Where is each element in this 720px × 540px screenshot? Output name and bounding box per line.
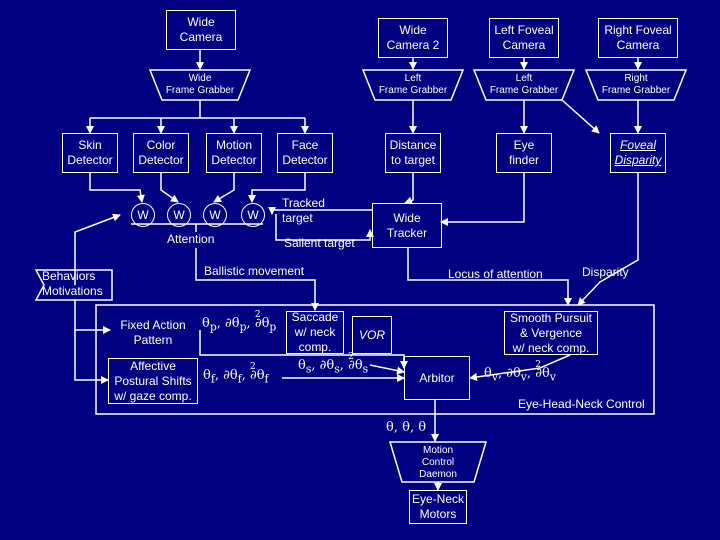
- foveal-disparity-box: Foveal Disparity: [610, 133, 666, 173]
- fixed-action-pattern-box: Fixed Action Pattern: [120, 318, 186, 347]
- right-frame-grabber-label: Right Frame Grabber: [601, 73, 671, 96]
- grabber-shape-left: [361, 69, 465, 101]
- saccade-box: Saccade w/ neck comp.: [286, 310, 344, 354]
- motion-detector-box: Motion Detector: [206, 133, 262, 173]
- left-frame-grabber-label: Left Frame Grabber: [378, 73, 448, 96]
- ballistic-movement-label: Ballistic movement: [204, 264, 305, 278]
- fixed-action-math: θp, ∂θp, 2∂θp: [202, 310, 277, 334]
- control-region: [95, 304, 655, 415]
- affective-postural-shifts-box: Affective Postural Shifts w/ gaze comp.: [108, 358, 198, 404]
- behaviors-motivations-label: Behaviors Motivations: [42, 269, 103, 298]
- wide-camera-box: Wide Camera: [166, 10, 236, 50]
- wide-frame-grabber-label: Wide Frame Grabber: [165, 73, 235, 96]
- distance-to-target-box: Distance to target: [385, 133, 441, 173]
- motion-control-daemon-label: Motion Control Daemon: [419, 445, 457, 480]
- right-foveal-camera-box: Right Foveal Camera: [598, 18, 678, 58]
- behaviors-shape: [34, 269, 113, 301]
- disparity-label: Disparity: [582, 265, 629, 279]
- saccade-math: θs, ∂θs, 2∂θs: [298, 352, 369, 376]
- eye-finder-box: Eye finder: [496, 133, 552, 173]
- skin-detector-box: Skin Detector: [62, 133, 118, 173]
- color-detector-box: Color Detector: [133, 133, 189, 173]
- salient-target-label: Salient target: [284, 236, 355, 250]
- arbitor-output-math: θ, ˙θ, ¨θ: [386, 413, 427, 435]
- tracked-target-label: Tracked target: [282, 196, 325, 225]
- grabber-shape-wide: [148, 69, 252, 101]
- attention-label: Attention: [167, 232, 215, 246]
- arbitor-box: Arbitor: [404, 356, 470, 400]
- smooth-pursuit-math: θv, ∂θv, 2∂θv: [484, 360, 556, 384]
- eye-head-neck-control-label: Eye-Head-Neck Control: [518, 397, 645, 411]
- motion-control-shape: [388, 441, 488, 483]
- weight-circle-4: W: [241, 203, 265, 227]
- vor-box: VOR: [352, 316, 392, 354]
- smooth-pursuit-box: Smooth Pursuit & Vergence w/ neck comp.: [504, 311, 598, 355]
- weight-circle-2: W: [167, 203, 191, 227]
- eye-neck-motors-box: Eye-Neck Motors: [409, 490, 467, 524]
- weight-circle-1: W: [131, 203, 155, 227]
- affective-math: θf, ∂θf, 2∂θf: [203, 362, 269, 386]
- wide-tracker-box: Wide Tracker: [372, 203, 442, 248]
- weight-circle-3: W: [203, 203, 227, 227]
- grabber-shape-right: [584, 69, 688, 101]
- left-foveal-camera-box: Left Foveal Camera: [489, 18, 559, 58]
- left-foveal-frame-grabber-label: Left Frame Grabber: [489, 73, 559, 96]
- face-detector-box: Face Detector: [277, 133, 333, 173]
- locus-of-attention-label: Locus of attention: [448, 267, 543, 281]
- wide-camera-2-box: Wide Camera 2: [378, 18, 448, 58]
